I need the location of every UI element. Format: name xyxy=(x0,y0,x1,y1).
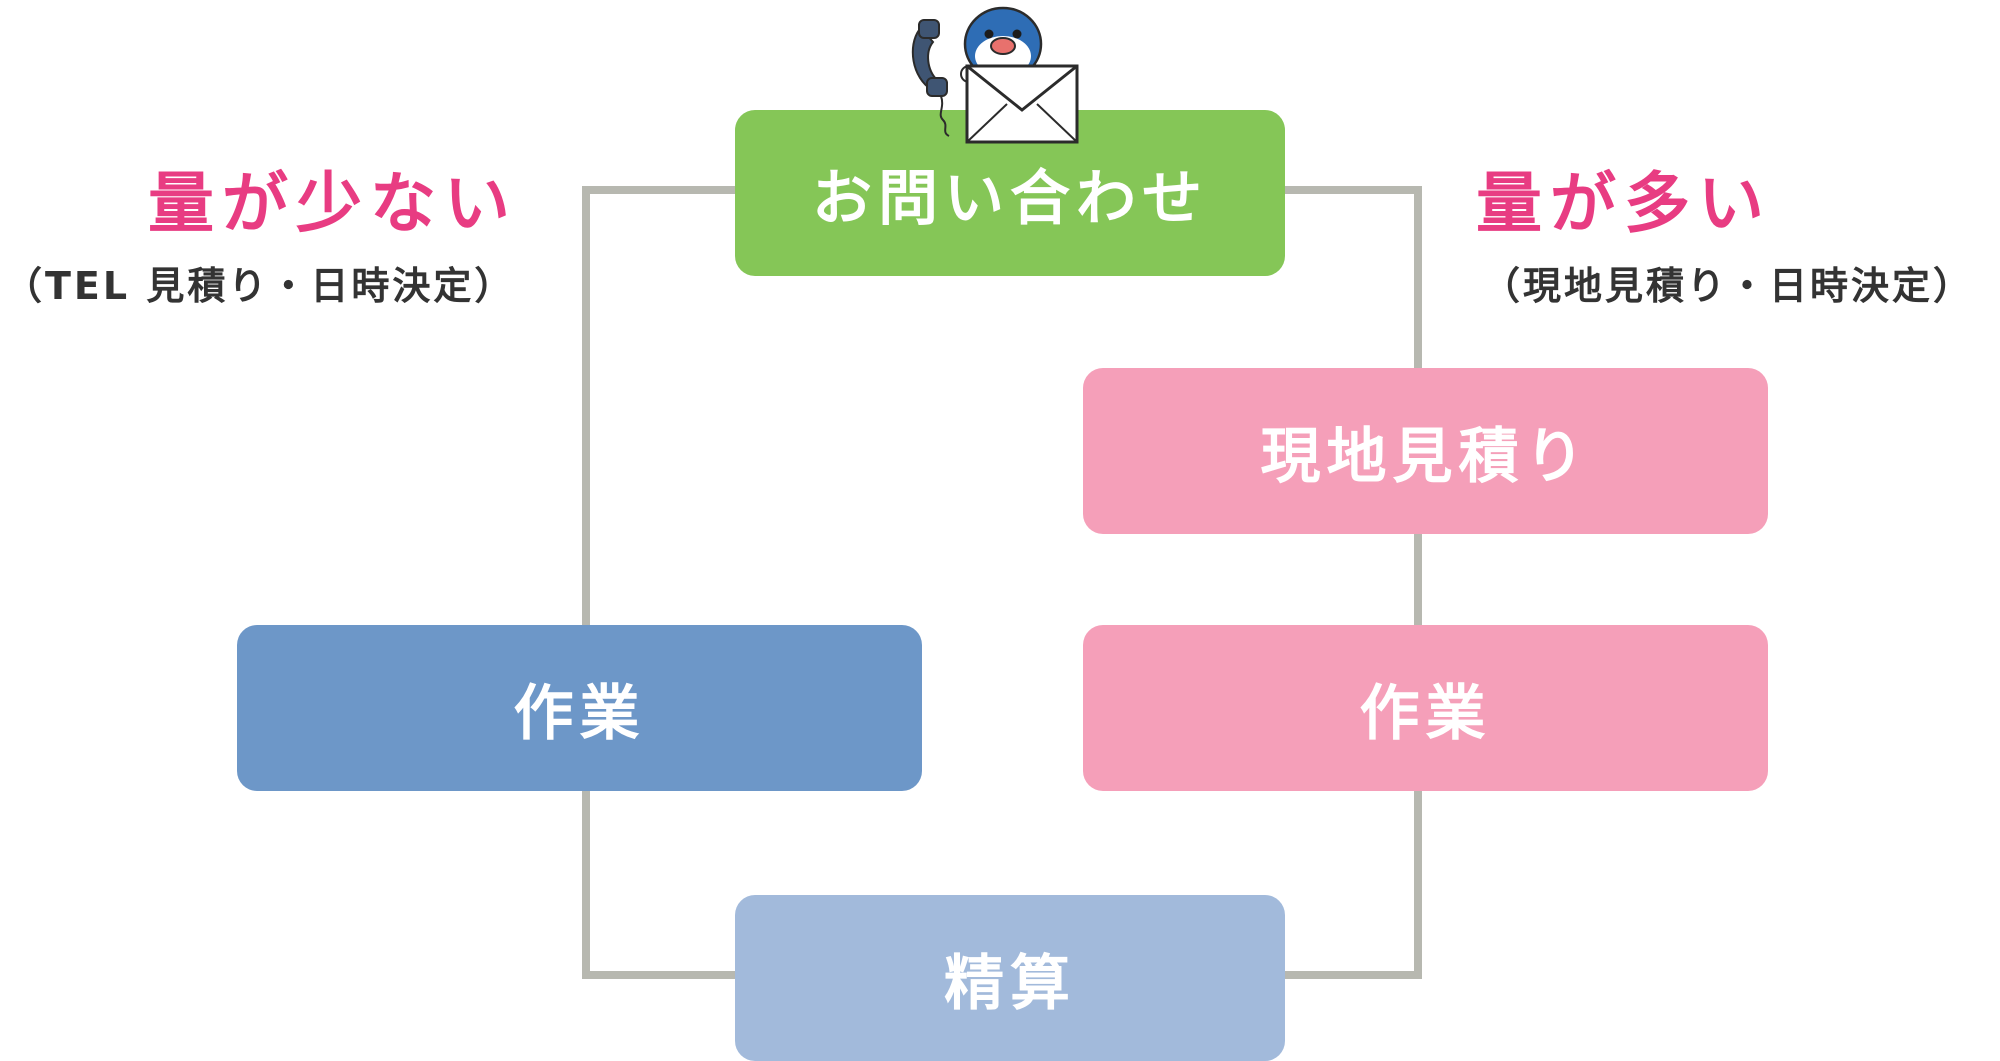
branch-small-heading: 量が少ない xyxy=(148,165,518,242)
connector-right xyxy=(1285,186,1422,979)
envelope-icon xyxy=(965,64,1079,144)
site-estimate-label: 現地見積り xyxy=(1260,421,1591,492)
branch-large-note: （現地見積り・日時決定） xyxy=(1482,264,1975,308)
work-right-label: 作業 xyxy=(1359,678,1492,749)
inquiry-label: お問い合わせ xyxy=(812,163,1208,234)
connector-left xyxy=(582,186,735,979)
penguin-mascot-icon xyxy=(911,6,1079,144)
work-box-right: 作業 xyxy=(1083,625,1768,791)
phone-icon xyxy=(911,19,950,137)
work-box-left: 作業 xyxy=(237,625,922,791)
branch-small-note: （TEL 見積り・日時決定） xyxy=(4,264,516,308)
work-left-label: 作業 xyxy=(513,678,646,749)
site-estimate-box: 現地見積り xyxy=(1083,368,1768,534)
settlement-label: 精算 xyxy=(944,948,1076,1019)
branch-large-heading: 量が多い xyxy=(1476,165,1772,242)
settlement-box: 精算 xyxy=(735,895,1285,1061)
